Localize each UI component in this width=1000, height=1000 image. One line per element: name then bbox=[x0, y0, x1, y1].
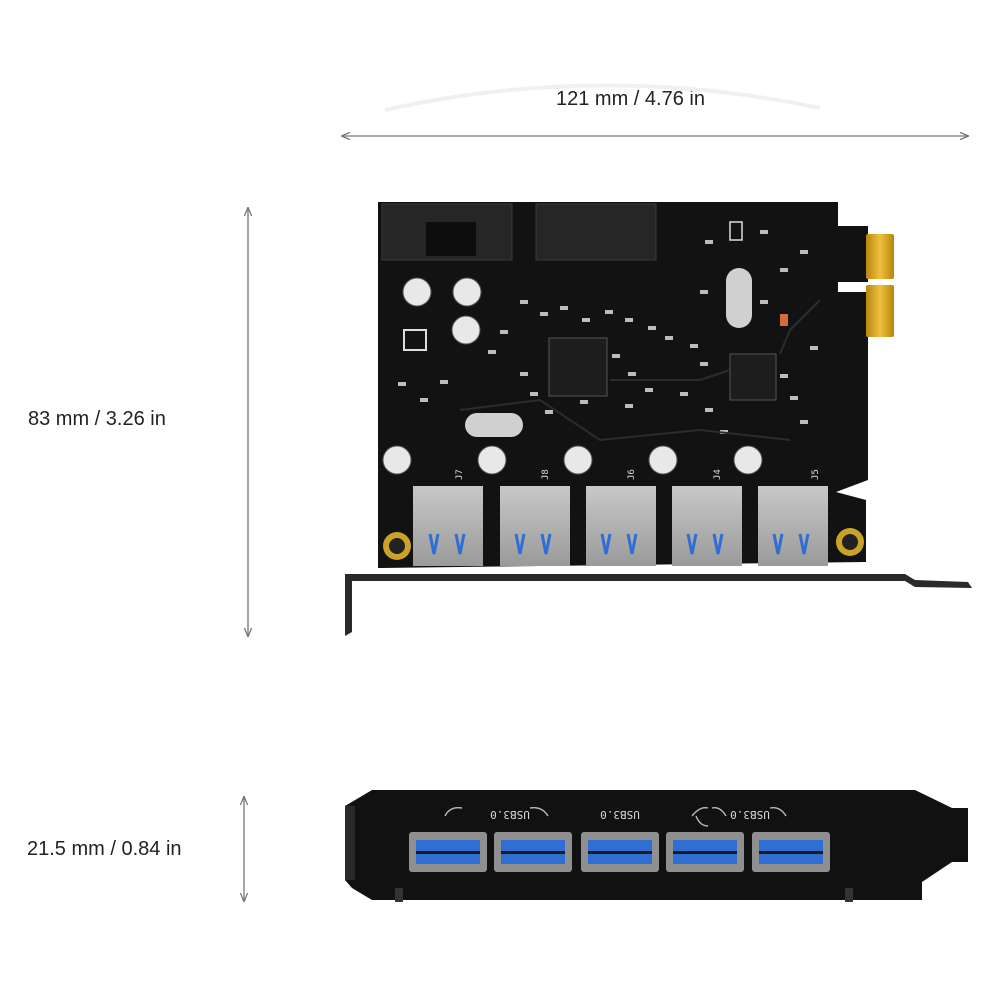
usb-port-top-3 bbox=[586, 486, 656, 566]
port-label-j4: J4 bbox=[713, 469, 723, 480]
usb-port-top-5 bbox=[758, 486, 828, 566]
power-connector-sata bbox=[535, 203, 657, 261]
usb-port-top-1 bbox=[413, 486, 483, 566]
port-label-j7: J7 bbox=[455, 469, 465, 480]
crystal-oscillator bbox=[465, 413, 523, 437]
usb-port-front-5 bbox=[752, 832, 830, 872]
usb-port-front-2 bbox=[494, 832, 572, 872]
usb-port-front-1 bbox=[409, 832, 487, 872]
usb-port-top-2 bbox=[500, 486, 570, 566]
depth-dimension-label: 21.5 mm / 0.84 in bbox=[27, 838, 182, 860]
capacitors bbox=[382, 277, 763, 475]
height-dimension-label: 83 mm / 3.26 in bbox=[28, 408, 166, 430]
bracket-flange bbox=[345, 574, 972, 636]
inductor bbox=[403, 329, 427, 351]
smd-components bbox=[398, 230, 818, 434]
usb-group-label-2: USB3.0 bbox=[600, 808, 640, 821]
port-label-j5: J5 bbox=[811, 469, 821, 480]
label-arc bbox=[384, 83, 821, 112]
usb-port-front-3 bbox=[581, 832, 659, 872]
gold-fingers bbox=[866, 234, 894, 337]
port-label-j8: J8 bbox=[541, 469, 551, 480]
usb-ports-front bbox=[409, 832, 830, 872]
usb-group-label-3: USB3.0 bbox=[730, 808, 770, 821]
port-label-j6: J6 bbox=[627, 469, 637, 480]
usb-port-front-4 bbox=[666, 832, 744, 872]
led-indicator bbox=[780, 314, 788, 326]
pcie-bridge-chip bbox=[729, 353, 777, 401]
crystal-oscillator-2 bbox=[726, 268, 752, 328]
mounting-holes bbox=[383, 528, 864, 560]
usb-group-label-1: USB3.0 bbox=[490, 808, 530, 821]
usb-ports-top bbox=[413, 486, 828, 566]
pcie-card-top-view: J7 J8 J6 J4 J5 bbox=[345, 202, 972, 636]
bracket-front-view: USB3.0 USB3.0 USB3.0 bbox=[345, 790, 968, 902]
usb-port-top-4 bbox=[672, 486, 742, 566]
usb-controller-chip bbox=[548, 337, 608, 397]
